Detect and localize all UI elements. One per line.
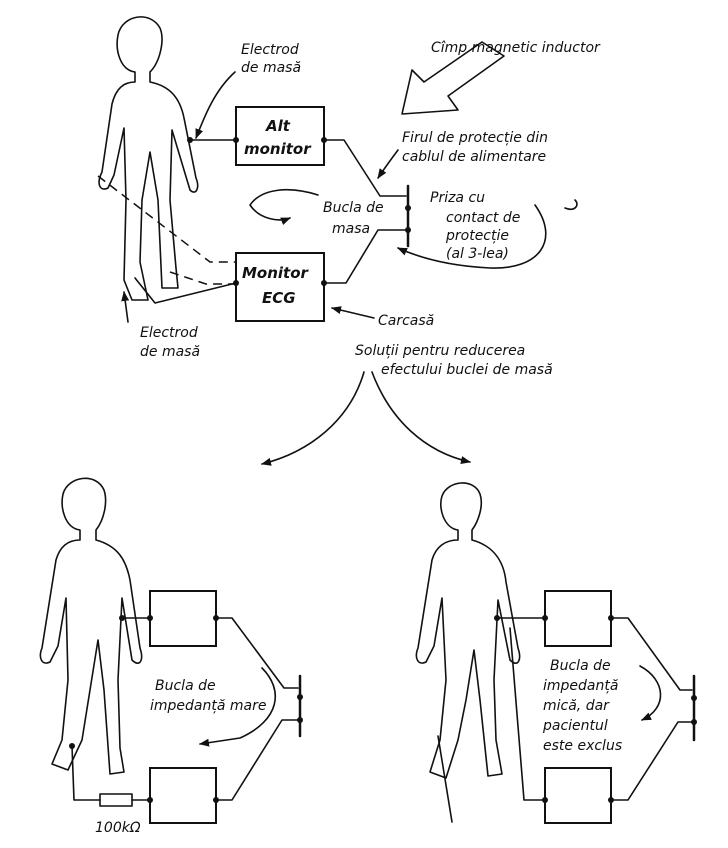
magnetic-field-label: Cîmp magnetic inductor	[431, 40, 601, 56]
high-impedance-line-2: impedanță mare	[150, 698, 266, 714]
wiring-top	[97, 137, 411, 304]
high-impedance-arrow	[199, 667, 277, 747]
high-impedance-line-1: Bucla de	[155, 678, 216, 694]
solution-arrow-left	[261, 371, 365, 466]
low-impedance-line-3: mică, dar	[543, 698, 610, 714]
solutions-line-1: Soluții pentru reducerea	[355, 343, 525, 359]
alt-monitor-label-2: monitor	[244, 140, 312, 158]
low-impedance-line-1: Bucla de	[550, 658, 611, 674]
housing-arrow	[331, 306, 375, 319]
monitor-ecg-label-1: Monitor	[242, 264, 310, 282]
wiring-bottom-right	[437, 590, 697, 824]
socket-line-3: protecție	[445, 228, 509, 244]
socket-label: Priza cu contact de protecție (al 3-lea)	[430, 190, 520, 262]
electrode-bottom-line-1: Electrod	[140, 325, 198, 341]
monitor-ecg-box	[235, 252, 325, 322]
resistor-label: 100kΩ	[95, 820, 141, 836]
solution-arrow-right	[371, 371, 471, 464]
low-impedance-line-4: pacientul	[542, 718, 608, 734]
protection-wire-line-1: Firul de protecție din	[402, 130, 548, 146]
patient-figure-bottom-left	[39, 477, 143, 775]
electrode-top-line-2: de masă	[241, 60, 301, 76]
socket-curve-tail	[564, 199, 578, 210]
wiring-bottom-left	[69, 590, 303, 824]
ground-loop-line-2: masa	[332, 221, 370, 237]
ground-loop-line-1: Bucla de	[323, 200, 384, 216]
protection-wire-arrow	[377, 149, 399, 179]
protection-wire-line-2: cablul de alimentare	[402, 149, 546, 165]
electrode-bottom-line-2: de masă	[140, 344, 200, 360]
low-impedance-arrow	[639, 665, 662, 721]
low-impedance-line-2: impedanță	[543, 678, 618, 694]
low-impedance-line-5: este exclus	[543, 738, 622, 754]
ground-loop-arrow	[249, 189, 319, 226]
socket-line-1: Priza cu	[430, 190, 485, 206]
socket-line-4: (al 3-lea)	[446, 246, 509, 262]
housing-label: Carcasă	[378, 313, 434, 329]
patient-figure-top	[98, 16, 199, 301]
electrode-top-line-1: Electrod	[241, 42, 299, 58]
electrode-label-top: Electrod de masă	[241, 42, 301, 76]
solutions-line-2: efectului buclei de masă	[381, 362, 553, 378]
monitor-ecg-label-2: ECG	[262, 289, 296, 307]
alt-monitor-label-1: Alt	[265, 117, 291, 135]
magnetic-field-arrow	[401, 41, 505, 115]
patient-figure-bottom-right	[415, 482, 521, 779]
socket-arrow	[397, 204, 547, 269]
socket-line-2: contact de	[446, 210, 520, 226]
alt-monitor-box	[235, 106, 325, 166]
electrode-bottom-arrow	[121, 291, 130, 323]
low-impedance-label: Bucla de impedanță mică, dar pacientul e…	[542, 658, 622, 754]
electrode-top-arrow	[195, 71, 236, 139]
